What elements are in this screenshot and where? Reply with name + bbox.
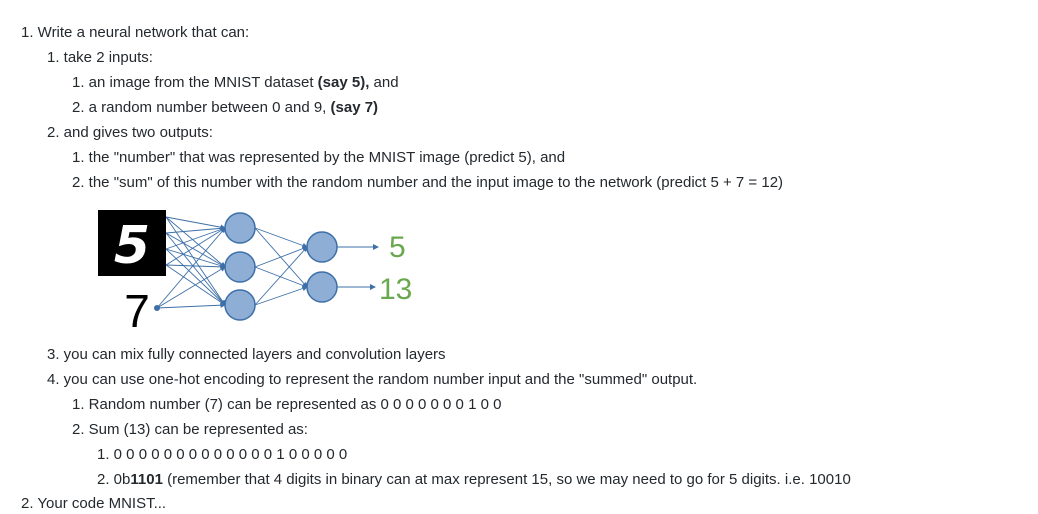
edge-in-3-0	[165, 227, 226, 266]
edge-in-4-1	[156, 266, 226, 309]
item-bold: (say 5),	[317, 74, 370, 91]
edge-in-1-2	[165, 232, 226, 306]
hidden-node-3	[224, 289, 256, 321]
edge-hid-2-0	[254, 246, 308, 306]
item-bold: (say 7)	[330, 99, 379, 116]
mnist-digit: 5	[114, 216, 150, 276]
output-node-2	[306, 271, 338, 303]
item-text: and	[369, 74, 399, 91]
edge-in-0-1	[165, 216, 226, 268]
edge-in-0-0	[165, 216, 226, 230]
item-1-2: 2. and gives two outputs:	[47, 124, 213, 141]
edge-hid-0-0	[254, 227, 308, 248]
hidden-node-2	[224, 251, 256, 283]
edge-hid-1-0	[254, 246, 308, 268]
edge-in-1-1	[165, 232, 226, 268]
edge-hid-1-1	[254, 266, 308, 288]
item-1-3: 3. you can mix fully connected layers an…	[47, 346, 446, 363]
output-label-1: 5	[389, 231, 406, 264]
edge-in-2-1	[165, 248, 226, 269]
edge-in-1-0	[165, 225, 226, 234]
item-1-1-1: 1. an image from the MNIST dataset (say …	[72, 73, 399, 93]
item-1-4-2-1: 1. 0 0 0 0 0 0 0 0 0 0 0 0 0 1 0 0 0 0 0	[97, 446, 348, 463]
item-1-2-2: 2. the "sum" of this number with the ran…	[72, 174, 784, 191]
edge-in-4-0	[156, 227, 226, 309]
input-number: 7	[124, 285, 150, 335]
edge-in-2-2	[165, 248, 226, 306]
mnist-image	[98, 210, 166, 276]
edge-hid-2-1	[254, 285, 308, 306]
item-1-2-1: 1. the "number" that was represented by …	[72, 149, 566, 166]
neural-network-diagram: 5 7 5 13	[98, 210, 412, 335]
network-edges	[156, 216, 308, 309]
output-label-2: 13	[379, 273, 412, 306]
item-2: 2. Your code MNIST...	[21, 495, 167, 512]
hidden-node-1	[224, 212, 256, 244]
item-bold: 1101	[130, 471, 163, 488]
item-1-4-1: 1. Random number (7) can be represented …	[72, 396, 502, 413]
item-text: 2. 0b	[97, 471, 131, 488]
edge-in-3-1	[165, 264, 226, 270]
edge-in-2-0	[165, 226, 226, 250]
item-1-4-2: 2. Sum (13) can be represented as:	[72, 421, 308, 438]
input-number-dot	[154, 305, 160, 311]
item-1-1-2: 2. a random number between 0 and 9, (say…	[72, 98, 378, 118]
item-1: 1. Write a neural network that can:	[21, 24, 250, 41]
item-text: (remember that 4 digits in binary can at…	[162, 471, 851, 488]
item-1-1: 1. take 2 inputs:	[47, 49, 153, 66]
item-1-4-2-2: 2. 0b1101 (remember that 4 digits in bin…	[97, 470, 851, 490]
output-node-1	[306, 231, 338, 263]
edge-in-0-2	[165, 216, 226, 306]
item-1-4: 4. you can use one-hot encoding to repre…	[47, 371, 698, 388]
edge-hid-0-1	[254, 227, 308, 288]
edge-in-4-2	[156, 302, 226, 309]
item-text: 1. an image from the MNIST dataset	[72, 74, 318, 91]
item-text: 2. a random number between 0 and 9,	[72, 99, 331, 116]
